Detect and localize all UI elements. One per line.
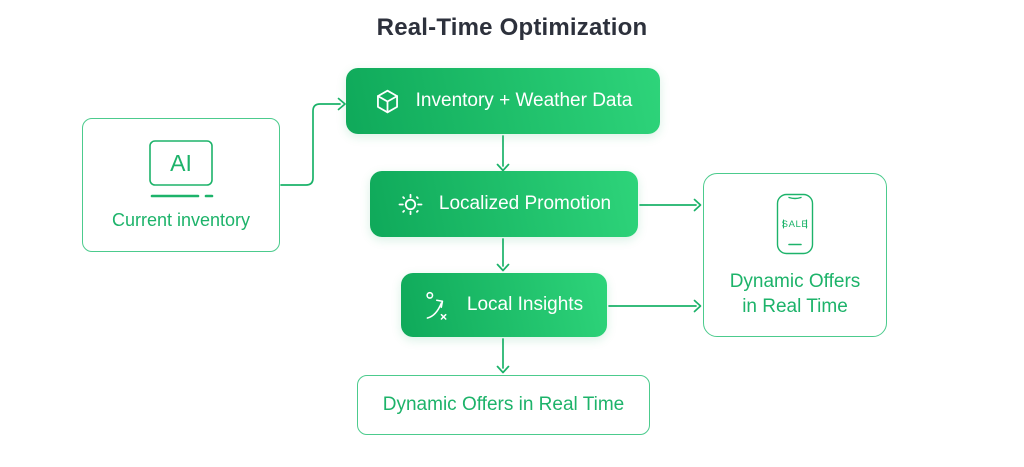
node-dynamic-offers-bottom: Dynamic Offers in Real Time	[357, 375, 650, 435]
arrow-insights-to-bottom-offers	[496, 338, 510, 374]
node-dynamic-offers-right: SALE Dynamic Offers in Real Time	[703, 173, 887, 337]
dynamic-offers-right-line1: Dynamic Offers	[729, 271, 861, 292]
arrow-promotion-to-right-offers	[639, 198, 702, 212]
arrow-promotion-to-insights	[496, 238, 510, 272]
node-inventory-weather-data: Inventory + Weather Data	[346, 68, 660, 134]
dynamic-offers-bottom-label: Dynamic Offers in Real Time	[382, 394, 625, 415]
phone-sale-icon: SALE	[776, 193, 814, 255]
inventory-weather-data-label: Inventory + Weather Data	[415, 90, 633, 111]
arrow-inventory-to-promotion	[496, 135, 510, 172]
dynamic-offers-right-line2: in Real Time	[742, 296, 848, 317]
dynamic-offers-right-label: Dynamic Offers in Real Time	[730, 269, 861, 319]
node-current-inventory: AI Current inventory	[82, 118, 280, 252]
svg-text:AI: AI	[170, 150, 192, 176]
local-insights-label: Local Insights	[466, 294, 584, 315]
strategy-icon	[426, 291, 447, 320]
ai-icon: AI	[149, 140, 214, 198]
page-title: Real-Time Optimization	[376, 14, 648, 41]
node-local-insights: Local Insights	[401, 273, 607, 337]
arrow-current-to-inventory	[280, 97, 346, 186]
localized-promotion-label: Localized Promotion	[438, 193, 612, 214]
arrow-insights-to-right-offers	[608, 299, 702, 313]
svg-text:SALE: SALE	[782, 219, 809, 230]
cube-icon	[376, 89, 398, 113]
node-localized-promotion: Localized Promotion	[370, 171, 638, 237]
sun-icon	[398, 193, 423, 215]
current-inventory-label: Current inventory	[111, 210, 251, 230]
